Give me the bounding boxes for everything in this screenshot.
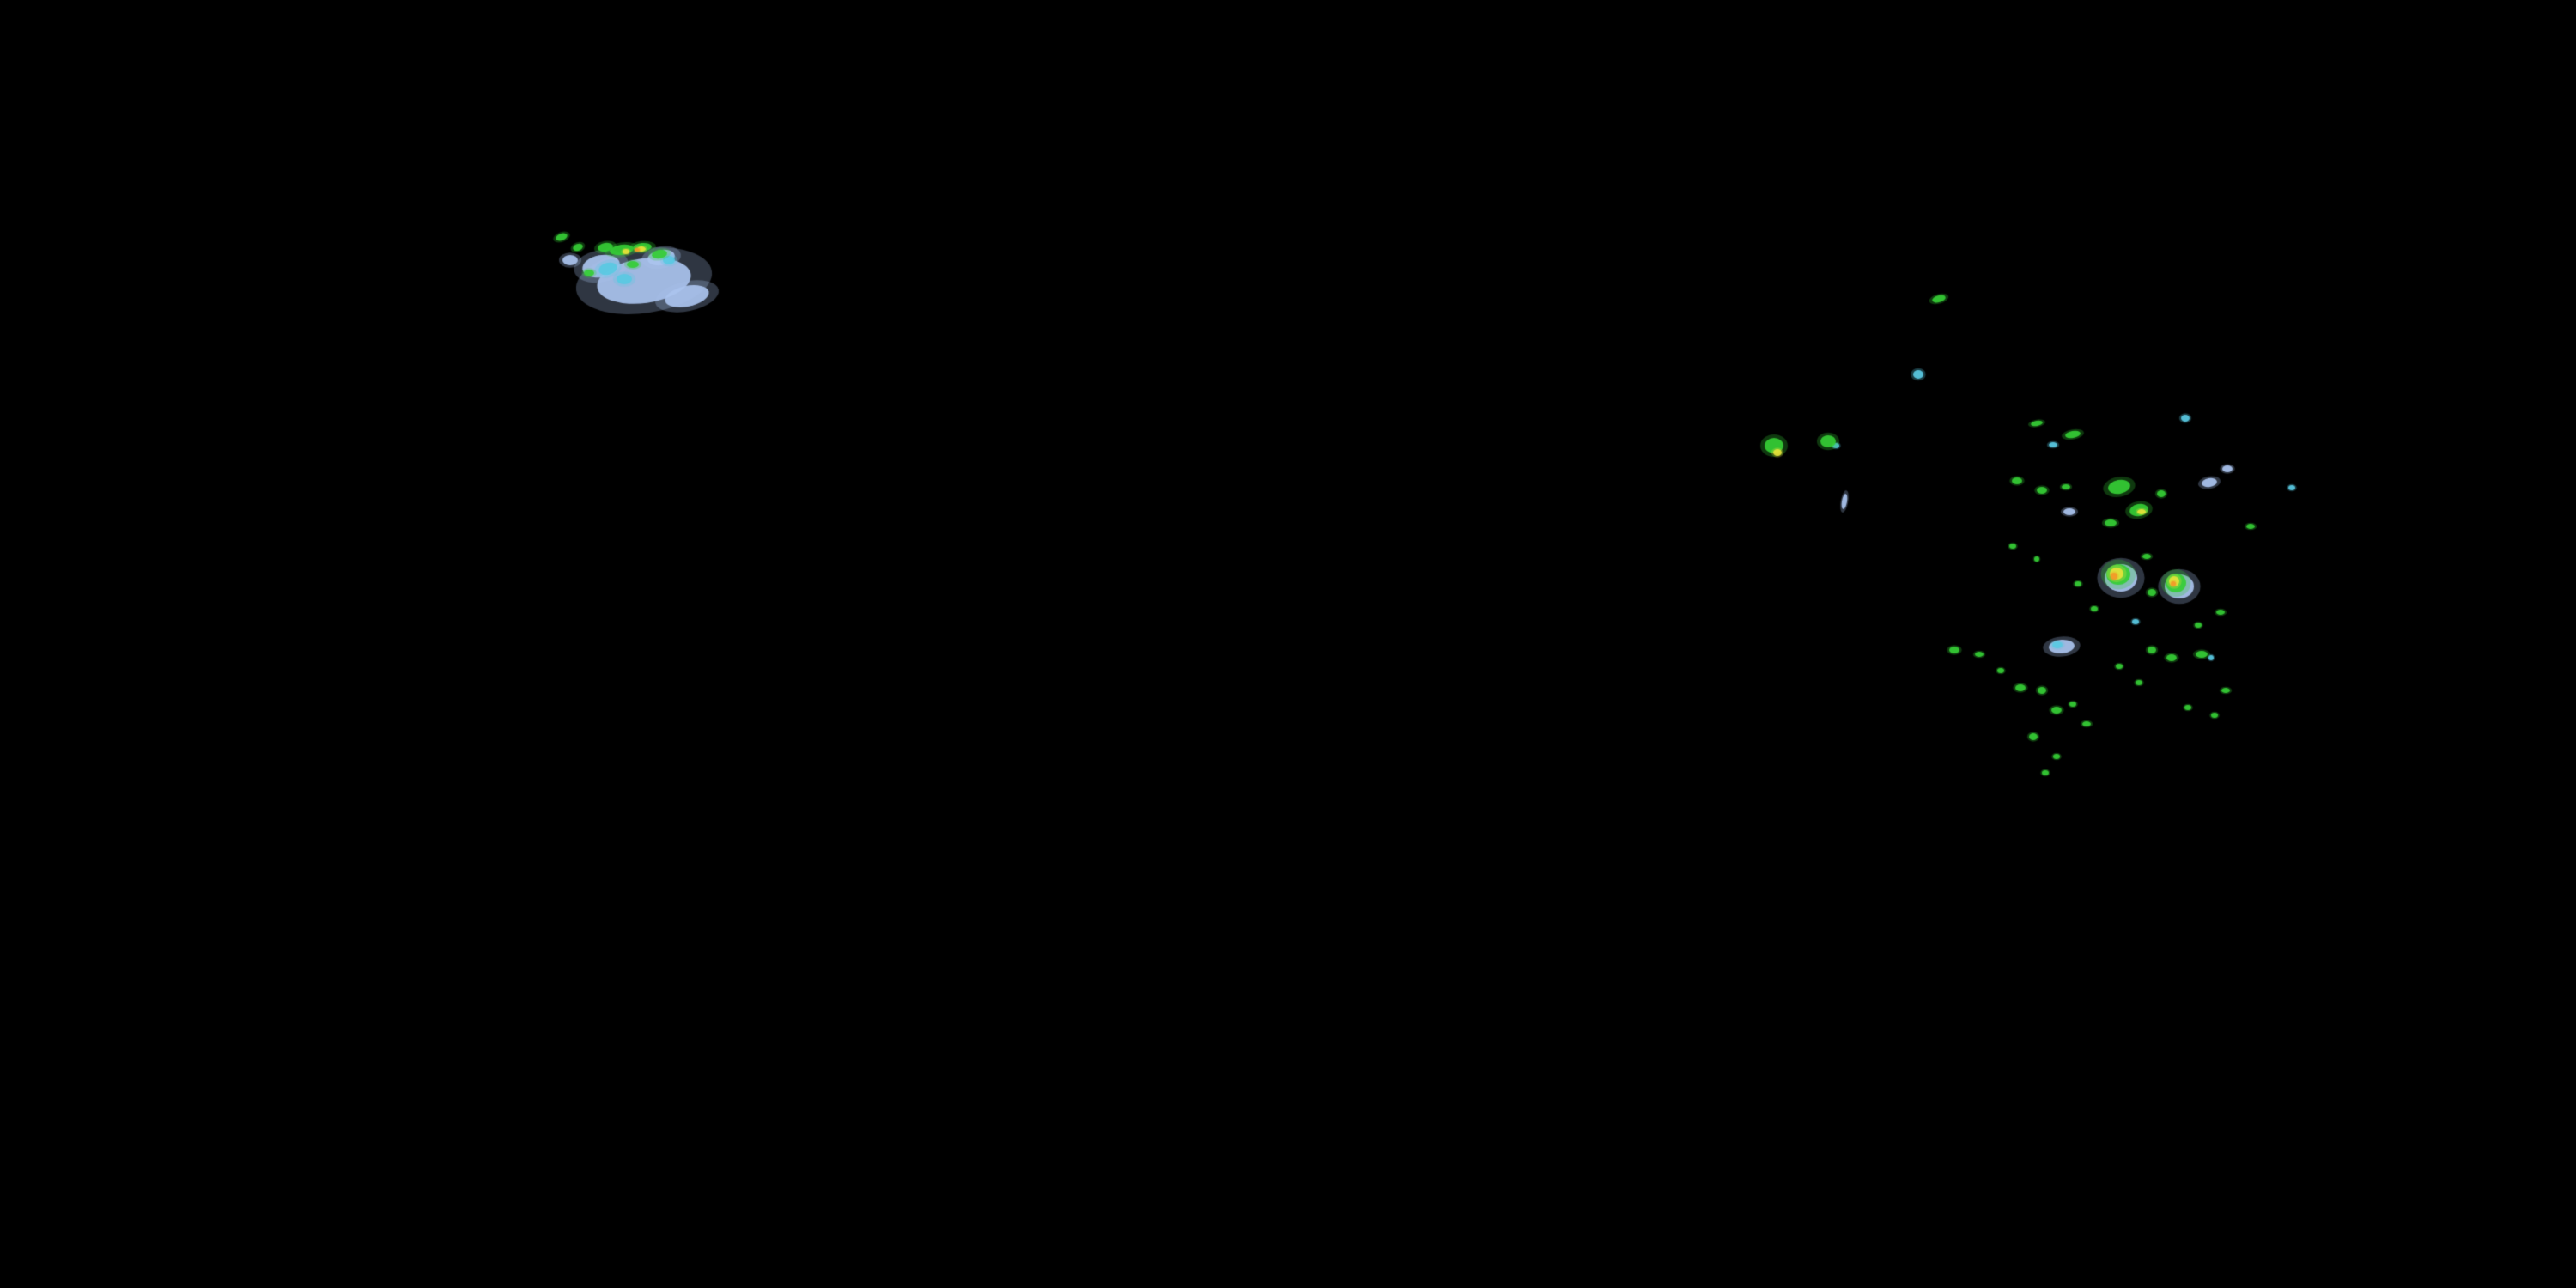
radar-map (0, 0, 2576, 1288)
radar-canvas (0, 0, 2576, 1288)
